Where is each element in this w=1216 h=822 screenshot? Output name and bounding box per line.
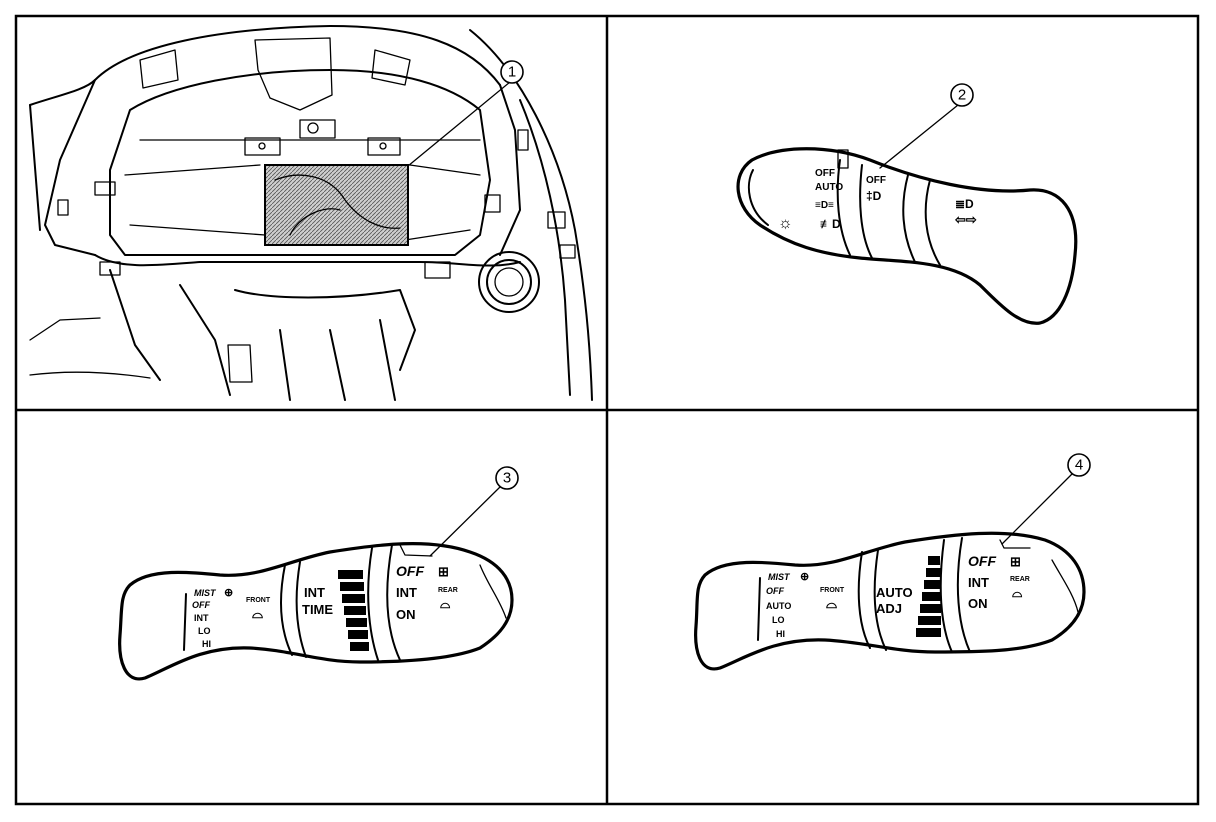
int-time-step-bars (338, 570, 369, 651)
headlamp-icon: ≢D (820, 217, 841, 231)
front-wiper-icon: ⌓ (252, 605, 263, 621)
front-off-label: OFF (192, 600, 210, 610)
rear-int-label: INT (396, 585, 417, 600)
rear-washer-icon: ⊞ (1010, 554, 1021, 569)
rear-wiper-icon: ⌓ (440, 596, 451, 611)
washer-icon: ⊕ (800, 571, 809, 583)
headlamp-auto-label: AUTO (815, 182, 843, 193)
washer-icon: ⊕ (224, 587, 233, 599)
high-beam-icon: ≣D (955, 197, 974, 211)
callout-4: 4 (1067, 453, 1091, 477)
front-wiper-label: FRONT (246, 597, 271, 604)
callout-4-label: 4 (1075, 457, 1083, 474)
rear-int-label: INT (968, 575, 989, 590)
front-wiper-label: FRONT (820, 587, 845, 594)
ring-auto-label: AUTO (876, 585, 913, 600)
round-vent (478, 251, 540, 313)
auto-adj-step-bars (916, 556, 941, 637)
ring-int-label: INT (304, 585, 325, 600)
parking-lamp-icon: ≡D≡ (815, 200, 834, 211)
callout-1-label: 1 (508, 64, 516, 81)
rear-off-label: OFF (968, 553, 996, 569)
front-int-label: INT (194, 613, 209, 623)
light-icon: ☼ (778, 215, 793, 232)
front-mist-label: MIST (768, 572, 791, 582)
rear-off-label: OFF (396, 563, 424, 579)
callout-1: 1 (500, 60, 524, 84)
panel-wiper-switch-int-time: MIST OFF INT LO HI ⊕ FRONT ⌓ INT TIME OF… (118, 466, 519, 681)
front-lo-label: LO (198, 626, 211, 636)
panel-lamp-switch: OFF AUTO ≡D≡ ≢D ☼ OFF ‡D ≣D ⇦⇨ 2 (736, 83, 1078, 325)
rear-on-label: ON (968, 596, 988, 611)
rear-wiper-icon: ⌓ (1012, 585, 1023, 600)
ring-time-label: TIME (302, 602, 333, 617)
fog-lamp-icon: ‡D (866, 189, 882, 203)
combination-meter (264, 164, 409, 246)
callout-3: 3 (495, 466, 519, 490)
front-hi-label: HI (202, 639, 211, 649)
ring-adj-label: ADJ (876, 601, 902, 616)
callout-3-label: 3 (503, 470, 511, 487)
headlamp-off-label: OFF (815, 168, 835, 179)
callout-2-label: 2 (958, 87, 966, 104)
front-hi-label: HI (776, 629, 785, 639)
callout-2: 2 (950, 83, 974, 107)
fog-off-label: OFF (866, 175, 886, 186)
rear-on-label: ON (396, 607, 416, 622)
turn-signal-icon: ⇦⇨ (954, 212, 977, 227)
rear-wiper-label: REAR (438, 587, 458, 594)
front-wiper-icon: ⌓ (826, 595, 837, 611)
wiper-switch-body (118, 542, 514, 681)
front-auto-label: AUTO (766, 601, 791, 611)
panel-wiper-switch-auto-adj: MIST OFF AUTO LO HI ⊕ FRONT ⌓ AUTO ADJ O… (694, 453, 1091, 671)
rear-wiper-label: REAR (1010, 576, 1030, 583)
panel-combination-meter: 1 (29, 25, 593, 401)
front-lo-label: LO (772, 615, 785, 625)
front-mist-label: MIST (194, 588, 217, 598)
front-off-label: OFF (766, 586, 784, 596)
wiper-switch-auto-body (694, 531, 1086, 671)
panel-grid (14, 14, 1200, 806)
rear-washer-icon: ⊞ (438, 564, 449, 579)
